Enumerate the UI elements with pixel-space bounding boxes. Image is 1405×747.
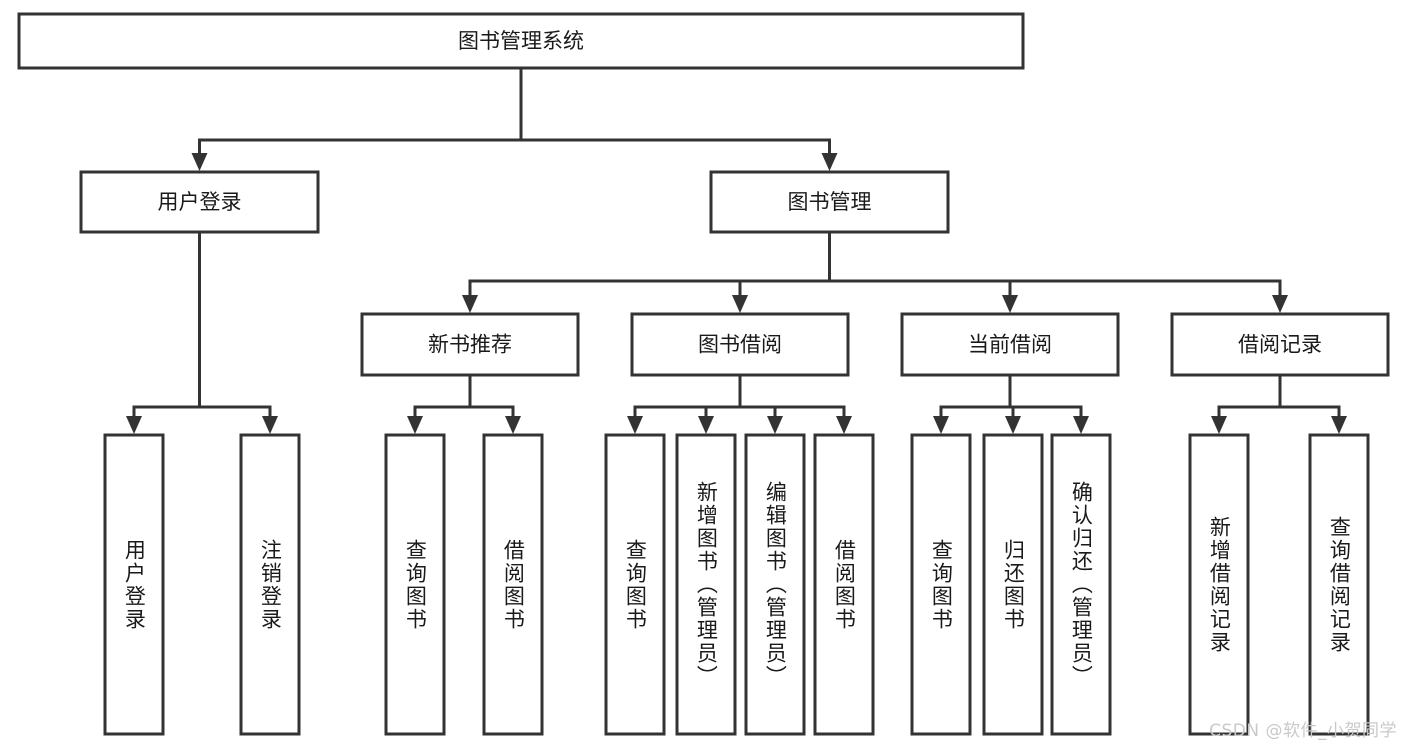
arrow-head-icon (933, 416, 949, 434)
borrow-record-box[interactable] (1170, 312, 1390, 377)
leaf-confirm-return-admin-box[interactable] (1050, 433, 1112, 736)
leaf-borrow-book-2-box[interactable] (813, 433, 875, 736)
arrow-head-icon (1005, 416, 1021, 434)
system-title-box[interactable] (17, 12, 1025, 70)
node-box-layer (17, 12, 1390, 736)
arrow-head-icon (191, 153, 208, 171)
connector-layer (126, 66, 1347, 434)
arrow-head-icon (407, 416, 423, 434)
arrow-head-icon (1211, 416, 1227, 434)
current-borrow-label: 当前借阅 (968, 333, 1052, 357)
leaf-user-login-box[interactable] (103, 433, 165, 736)
arrow-head-icon (732, 295, 748, 313)
arrow-head-icon (821, 153, 838, 171)
user-login-label: 用户登录 (158, 190, 242, 214)
arrow-head-icon (627, 416, 643, 434)
arrow-head-icon (1272, 295, 1288, 313)
book-management-label: 图书管理 (788, 190, 872, 214)
borrow-record-label: 借阅记录 (1238, 333, 1322, 357)
leaf-return-book-box[interactable] (982, 433, 1044, 736)
arrow-head-icon (698, 416, 714, 434)
arrow-head-icon (836, 416, 852, 434)
arrow-head-icon (1073, 416, 1089, 434)
arrow-head-icon (462, 295, 478, 313)
book-borrow-label: 图书借阅 (698, 333, 782, 357)
book-borrow-box[interactable] (630, 312, 850, 377)
leaf-add-borrow-record-box[interactable] (1188, 433, 1250, 736)
csdn-watermark: CSDN @软件_小贺同学 (1209, 721, 1397, 741)
arrow-head-icon (767, 416, 783, 434)
arrow-head-icon (262, 416, 278, 434)
leaf-query-book-3-box[interactable] (910, 433, 972, 736)
book-management-box[interactable] (709, 170, 950, 234)
system-title-label: 图书管理系统 (458, 29, 584, 53)
current-borrow-box[interactable] (900, 312, 1120, 377)
arrow-head-icon (505, 416, 521, 434)
arrow-head-icon (126, 416, 142, 434)
arrow-head-icon (1331, 416, 1347, 434)
leaf-borrow-book-1-box[interactable] (482, 433, 544, 736)
user-login-box[interactable] (79, 170, 320, 234)
leaf-query-book-2-box[interactable] (604, 433, 666, 736)
leaf-edit-book-admin-box[interactable] (744, 433, 806, 736)
arrow-head-icon (1002, 295, 1018, 313)
new-book-recommend-box[interactable] (360, 312, 580, 377)
leaf-add-book-admin-box[interactable] (675, 433, 737, 736)
new-book-recommend-label: 新书推荐 (428, 333, 512, 357)
leaf-query-borrow-record-box[interactable] (1308, 433, 1370, 736)
leaf-query-book-1-box[interactable] (384, 433, 446, 736)
leaf-logout-login-box[interactable] (239, 433, 301, 736)
